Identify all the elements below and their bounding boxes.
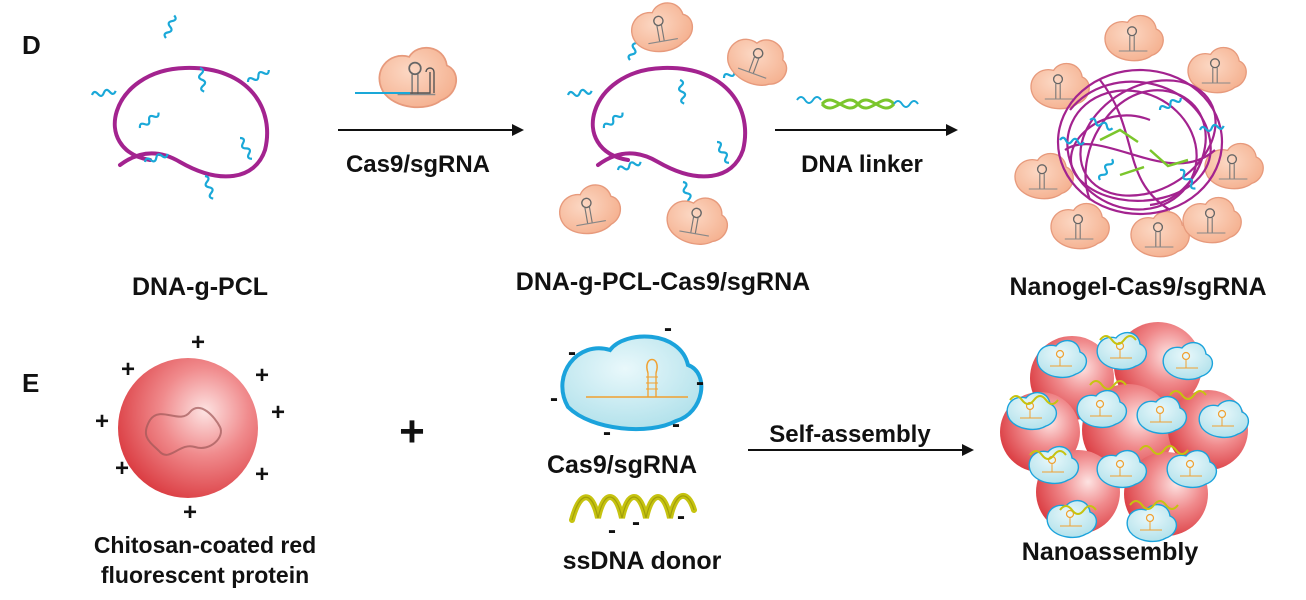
svg-text:+: + — [191, 329, 205, 356]
dna-g-pcl-polymer-icon — [90, 13, 272, 201]
negative-charges-cas9: - - - - - - — [550, 315, 704, 446]
svg-text:-: - — [568, 339, 576, 366]
svg-text:-: - — [677, 503, 685, 530]
svg-text:-: - — [696, 369, 704, 396]
svg-text:-: - — [672, 411, 680, 438]
svg-text:+: + — [115, 455, 129, 482]
svg-text:+: + — [255, 461, 269, 488]
label-dna-g-pcl-cas9: DNA-g-PCL-Cas9/sgRNA — [516, 268, 810, 296]
label-arrow-dna-linker: DNA linker — [801, 151, 923, 178]
dna-g-pcl-cas9-complex-icon — [555, 0, 796, 250]
cas9-protein-icon — [378, 46, 458, 109]
dna-linker-icon — [796, 96, 919, 110]
negative-charges-donor: - - - — [608, 503, 685, 544]
svg-text:+: + — [121, 356, 135, 383]
label-arrow-self-assembly: Self-assembly — [769, 421, 931, 448]
panel-letter-d: D — [22, 30, 41, 60]
svg-text:-: - — [550, 385, 558, 412]
svg-text:+: + — [271, 399, 285, 426]
svg-text:+: + — [183, 499, 197, 526]
label-ssdna-donor: ssDNA donor — [563, 547, 722, 575]
nanogel-icon — [1014, 14, 1264, 258]
label-dna-g-pcl: DNA-g-PCL — [132, 273, 268, 301]
label-protein-line2: fluorescent protein — [101, 562, 309, 588]
cas9-blue-icon — [560, 334, 704, 431]
label-cas9-sgrna-e: Cas9/sgRNA — [547, 451, 697, 479]
label-protein-line1: Chitosan-coated red — [94, 532, 316, 558]
label-arrow-cas9: Cas9/sgRNA — [346, 151, 490, 178]
plus-sign: + — [399, 407, 425, 456]
label-nanogel: Nanogel-Cas9/sgRNA — [1010, 273, 1267, 301]
svg-text:-: - — [603, 419, 611, 446]
svg-text:-: - — [664, 315, 672, 342]
svg-text:-: - — [632, 509, 640, 536]
red-protein-sphere-icon — [118, 358, 258, 498]
svg-text:-: - — [608, 517, 616, 544]
nanoassembly-icon — [1000, 322, 1250, 543]
svg-text:+: + — [95, 408, 109, 435]
svg-text:+: + — [255, 362, 269, 389]
sgrna-hairpin-icon — [410, 67, 435, 94]
ssdna-helix-icon — [569, 493, 697, 523]
label-nanoassembly: Nanoassembly — [1022, 538, 1199, 566]
positive-charges: + + + + + + + + — [95, 329, 285, 526]
panel-letter-e: E — [22, 368, 39, 398]
